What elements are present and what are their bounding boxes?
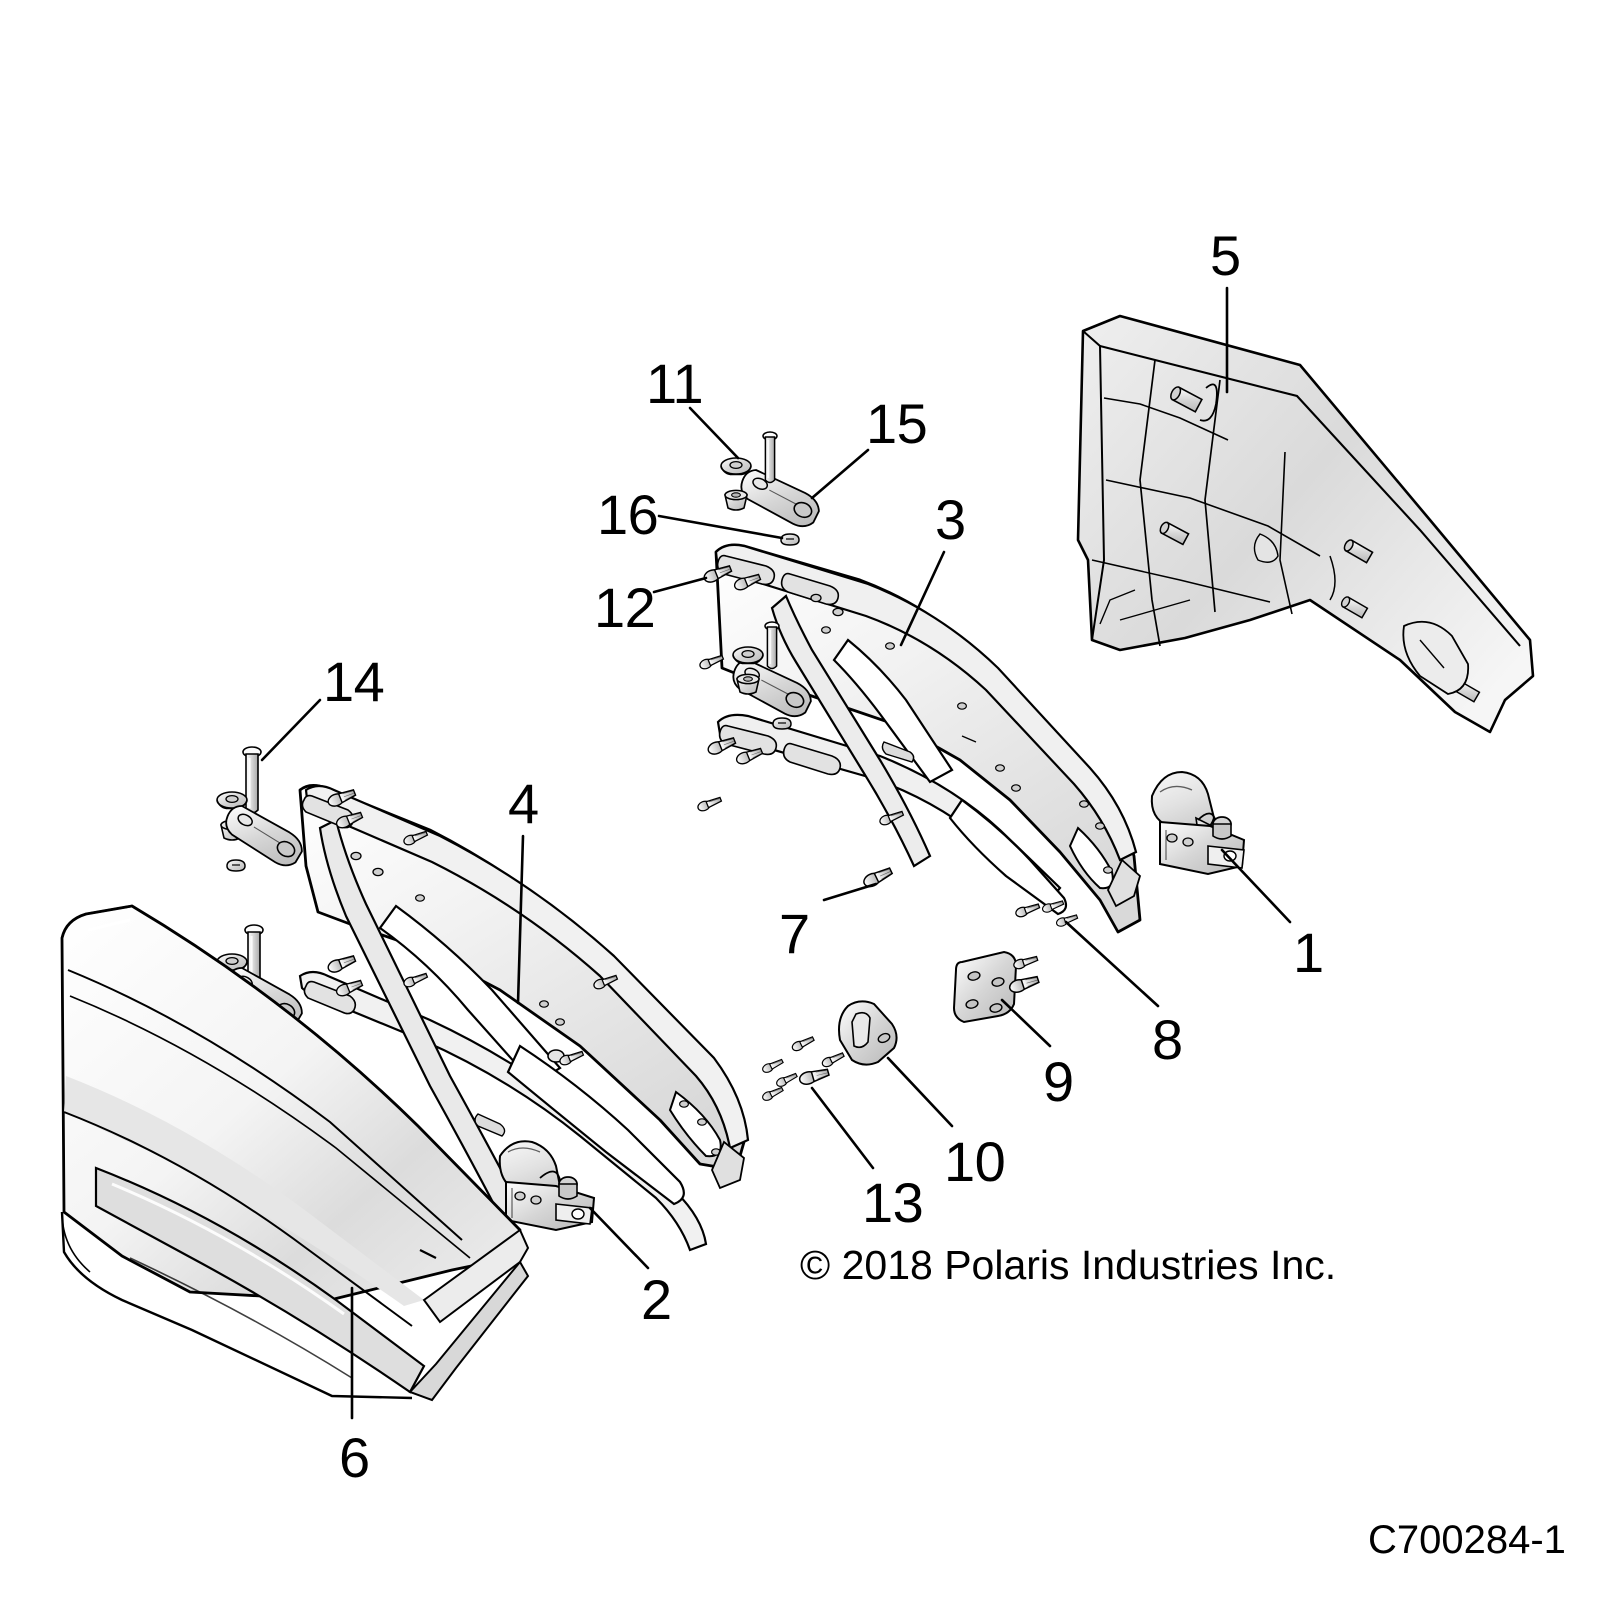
callout-number-6: 6 (339, 1426, 370, 1489)
callout-number-9: 9 (1043, 1050, 1074, 1113)
part-3-door-frame-right-graphic (714, 543, 1142, 934)
part-1-latch-handle-graphic (1150, 770, 1246, 876)
leader-11 (688, 406, 740, 460)
callout-number-2: 2 (641, 1268, 672, 1331)
leader-9 (1000, 998, 1052, 1048)
callout-number-14: 14 (323, 650, 385, 713)
callout-number-11: 11 (646, 352, 704, 415)
clip-mid-graphic (772, 717, 792, 730)
leader-7 (822, 882, 878, 902)
leader-16 (657, 514, 784, 540)
bolt-upper-hinge-graphic (762, 431, 778, 484)
callout-number-7: 7 (779, 902, 810, 965)
callout-number-13: 13 (862, 1171, 924, 1234)
part-15-hinge-bracket-graphic (736, 467, 825, 530)
part-10-striker-catch-graphic (838, 1000, 898, 1066)
part-2-latch-handle-graphic (498, 1140, 596, 1232)
callout-number-12: 12 (594, 576, 656, 639)
leader-4 (516, 834, 525, 1005)
leader-8 (1064, 920, 1160, 1008)
part-7-screw-graphic (860, 864, 895, 890)
bolt-mid-hinge-graphic (764, 621, 780, 670)
part-6-door-outer-skin-graphic (60, 904, 530, 1402)
leader-2 (588, 1206, 650, 1270)
callout-number-5: 5 (1210, 224, 1241, 287)
part-14-hinge-hardware-upper-graphic (216, 745, 310, 872)
callout-number-4: 4 (508, 772, 539, 835)
callout-number-10: 10 (944, 1130, 1006, 1193)
leader-14 (260, 698, 322, 762)
callout-number-1: 1 (1293, 921, 1324, 984)
leader-lines (260, 286, 1292, 1420)
drawing-number: C700284-1 (1368, 1518, 1566, 1562)
callout-number-16: 16 (597, 483, 659, 546)
callout-number-3: 3 (935, 488, 966, 551)
leader-3 (899, 550, 946, 647)
part-5-door-inner-trim-graphic (1076, 314, 1535, 734)
leader-15 (810, 448, 870, 500)
callout-number-15: 15 (866, 392, 928, 455)
part-13-screws-graphic (760, 1034, 846, 1103)
leader-10 (886, 1056, 954, 1128)
callout-number-8: 8 (1152, 1008, 1183, 1071)
leader-1 (1220, 848, 1292, 924)
leader-12 (652, 576, 708, 594)
leader-13 (810, 1086, 875, 1170)
part-9-striker-bracket-graphic (952, 950, 1041, 1024)
copyright-notice: © 2018 Polaris Industries Inc. (800, 1242, 1337, 1288)
part-16-clip-graphic (780, 533, 800, 546)
